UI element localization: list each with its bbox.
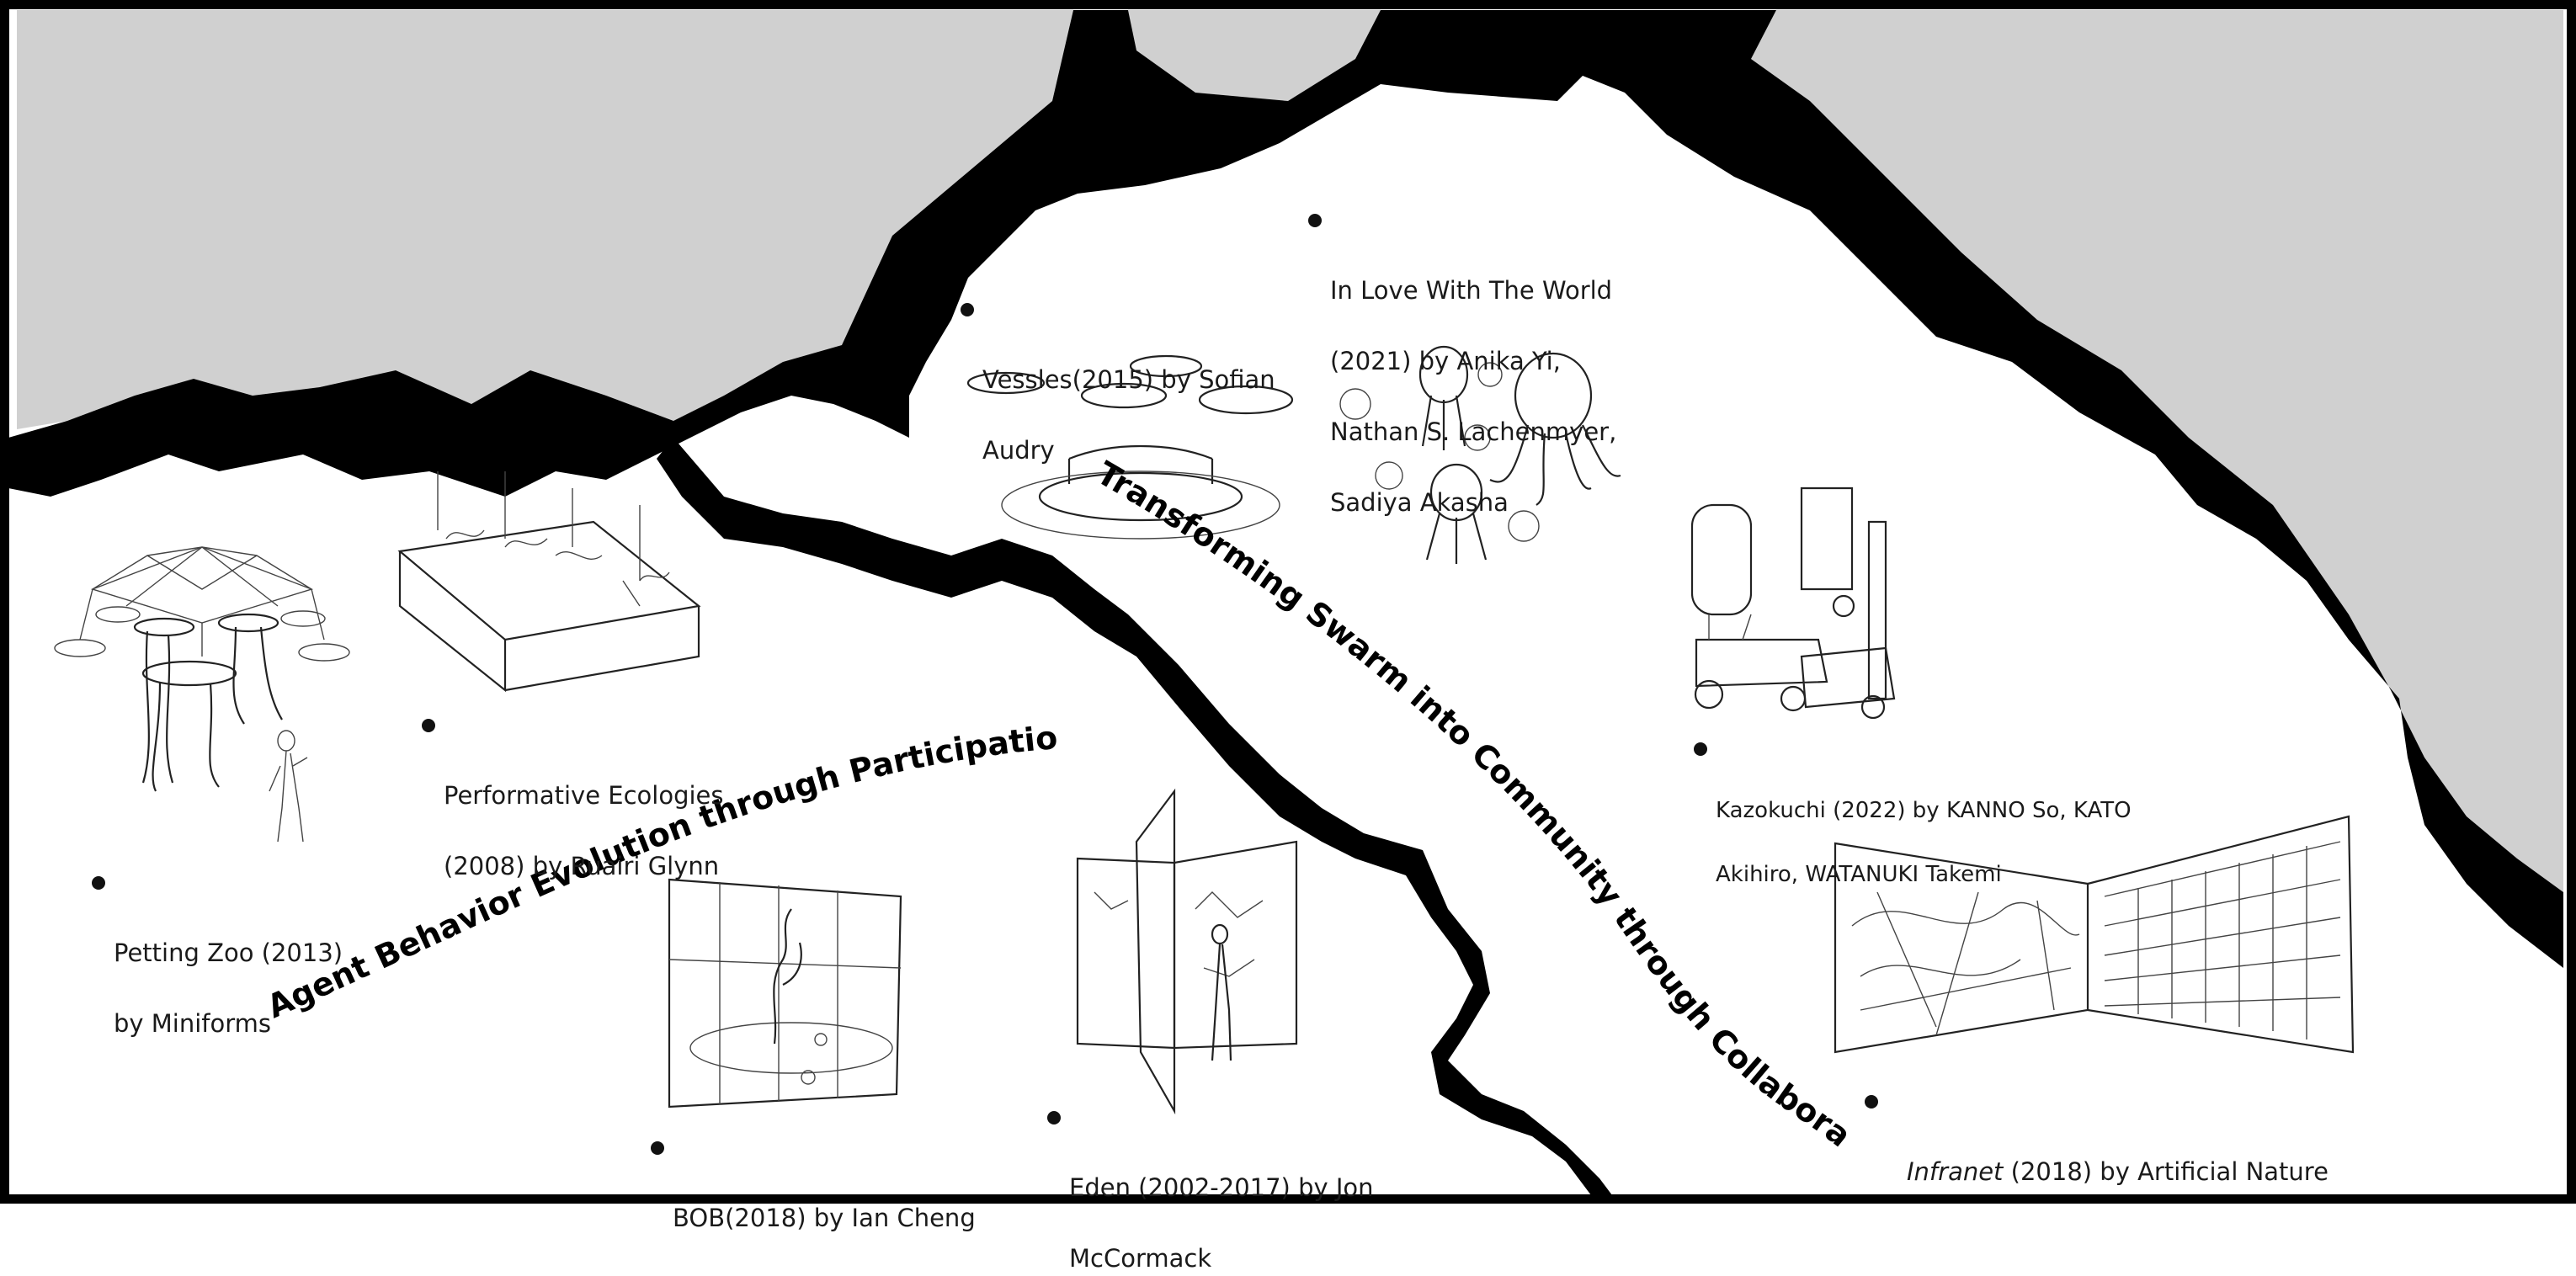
vessels-sketch xyxy=(966,354,1294,540)
kazokuchi-sketch xyxy=(1690,486,1896,720)
bullet-dot xyxy=(422,719,435,732)
label-infranet: Infranet (2018) by Artificial Nature xyxy=(1865,1083,2329,1189)
label-line: (2008) by Ruairi Glynn xyxy=(444,852,720,880)
label-eden: Eden (2002-2017) by Jon McCormack xyxy=(1047,1099,1374,1276)
infranet-sketch xyxy=(1834,815,2355,1054)
bullet-dot xyxy=(1308,214,1322,227)
label-performative-ecologies: Performative Ecologies (2008) by Ruairi … xyxy=(422,707,724,884)
label-line: BOB(2018) by Ian Cheng xyxy=(673,1204,976,1232)
sky-left xyxy=(17,10,1073,429)
bullet-dot xyxy=(92,876,105,890)
label-line: Sadiya Akasha xyxy=(1330,488,1509,517)
label-petting-zoo: Petting Zoo (2013) by Miniforms xyxy=(92,864,343,1041)
rift-mass xyxy=(8,10,2563,968)
label-title-italic: Infranet xyxy=(1907,1157,2004,1186)
performative-ecologies-sketch xyxy=(397,471,701,693)
label-line: Eden (2002-2017) by Jon xyxy=(1069,1173,1374,1202)
label-kazokuchi: Kazokuchi (2022) by KANNO So, KATO Akihi… xyxy=(1694,731,2132,891)
label-line: Audry xyxy=(982,436,1055,465)
label-line: Akihiro, WATANUKI Takemi xyxy=(1716,862,2002,887)
rift-crack xyxy=(657,438,1612,1195)
label-line: Petting Zoo (2013) xyxy=(114,938,343,967)
label-line: by Miniforms xyxy=(114,1009,272,1038)
in-love-sketch xyxy=(1339,345,1621,564)
label-line: Kazokuchi (2022) by KANNO So, KATO xyxy=(1716,798,2132,823)
sky-middle xyxy=(1128,10,1381,101)
label-line: McCormack xyxy=(1069,1244,1212,1273)
label-line: Nathan S. Lachenmyer, xyxy=(1330,417,1617,446)
bullet-dot xyxy=(1047,1111,1061,1124)
petting-zoo-sketch xyxy=(54,546,350,843)
label-line: Performative Ecologies xyxy=(444,781,724,810)
sky-right xyxy=(1751,10,2563,892)
label-line: (2018) by Artificial Nature xyxy=(2003,1157,2329,1186)
label-line: In Love With The World xyxy=(1330,276,1613,305)
label-in-love: In Love With The World (2021) by Anika Y… xyxy=(1308,202,1617,520)
label-bob: BOB(2018) by Ian Cheng xyxy=(651,1130,976,1236)
frame-border xyxy=(0,0,2576,1204)
terrain-illustration: Agent Behavior Evolution through Partici… xyxy=(0,0,2576,1204)
label-line: Vessles(2015) by Sofian xyxy=(982,365,1275,394)
bob-sketch xyxy=(668,878,902,1109)
bullet-dot xyxy=(651,1141,664,1155)
label-line: (2021) by Anika Yi, xyxy=(1330,347,1561,375)
bullet-dot xyxy=(1865,1095,1878,1109)
bullet-dot xyxy=(1694,742,1707,756)
eden-sketch xyxy=(1076,788,1298,1115)
bullet-dot xyxy=(961,303,974,316)
label-vessels: Vessles(2015) by Sofian Audry xyxy=(961,291,1275,468)
